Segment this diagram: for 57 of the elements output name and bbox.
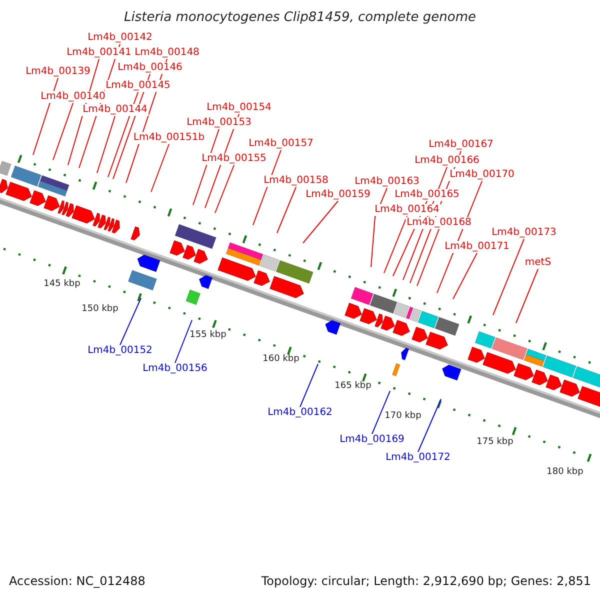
gene-label: Lm4b_00171: [444, 241, 510, 253]
map-title: Listeria monocytogenes Clip81459, complete genome: [122, 10, 477, 25]
leader-line: [174, 320, 192, 364]
gene-label: Lm4b_00172: [384, 452, 452, 464]
leader-line: [416, 228, 440, 286]
gene-label: Lm4b_00139: [24, 66, 92, 78]
gene-label: Lm4b_00144: [82, 104, 148, 116]
gene-label: Lm4b_00166: [414, 155, 480, 167]
gene-label: Lm4b_00154: [206, 102, 272, 114]
gene-label: Lm4b_00156: [142, 363, 208, 375]
gene-label: Lm4b_00169: [338, 434, 406, 446]
gene-label: Lm4b_00170: [448, 169, 516, 181]
scale-label: 180 kbp: [546, 467, 584, 477]
leader-line: [492, 238, 524, 316]
gene-label: Lm4b_00173: [490, 227, 558, 239]
gene-label: Lm4b_00145: [104, 80, 172, 92]
scale-label: 175 kbp: [476, 437, 514, 447]
leader-line: [276, 186, 296, 234]
gene-label: Lm4b_00163: [354, 176, 420, 188]
gene-label: Lm4b_00165: [394, 189, 460, 201]
gene-label: Lm4b_00168: [406, 217, 472, 229]
leader-line: [372, 390, 390, 434]
gene-label: Lm4b_00151b: [132, 132, 206, 144]
gene-label: Lm4b_00141: [66, 47, 132, 59]
leader-line: [214, 164, 234, 214]
leader-line: [384, 216, 408, 274]
scale-label: 145 kbp: [44, 279, 80, 289]
gene-label: Lm4b_00140: [40, 91, 106, 103]
scale-label: 170 kbp: [384, 411, 422, 421]
genome-stats-text: Topology: circular; Length: 2,912,690 bp; Genes: 2,851: [261, 574, 591, 588]
gene-label: Lm4b_00157: [248, 138, 314, 150]
leader-line: [120, 298, 142, 346]
leader-line: [418, 398, 442, 452]
scale-label: 155 kbp: [190, 330, 226, 340]
gene-label: Lm4b_00158: [262, 175, 330, 187]
gene-label: Lm4b_00164: [374, 204, 440, 216]
gene-label: Lm4b_00162: [266, 407, 334, 419]
gene-label: Lm4b_00155: [200, 153, 268, 165]
gene-label: Lm4b_00148: [134, 47, 200, 59]
scale-label: 160 kbp: [262, 354, 300, 364]
scale-label: 150 kbp: [82, 304, 118, 314]
gene-label: metS: [524, 257, 552, 269]
gene-label: Lm4b_00152: [86, 345, 154, 357]
leader-line: [452, 252, 478, 300]
leader-line: [302, 200, 338, 244]
leader-line: [300, 364, 318, 408]
gene-label: Lm4b_00159: [304, 189, 372, 201]
leader-line: [52, 102, 74, 160]
accession-text: Accession: NC_012488: [9, 574, 146, 588]
gene-label: Lm4b_00167: [428, 139, 494, 151]
leader-line: [516, 268, 538, 324]
scale-label: 165 kbp: [334, 381, 372, 391]
gene-label: Lm4b_00153: [186, 117, 252, 129]
gene-label: Lm4b_00142: [86, 32, 154, 44]
leader-line: [96, 116, 116, 174]
leader-line: [150, 144, 170, 192]
gene-label: Lm4b_00146: [116, 62, 184, 74]
